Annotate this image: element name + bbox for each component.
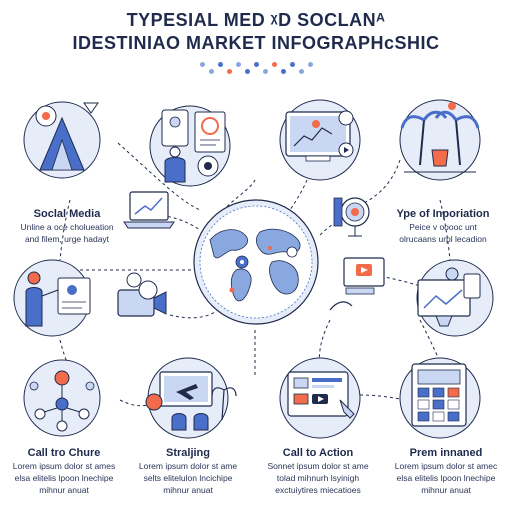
section-heading: Soclal Media xyxy=(33,208,101,220)
decorative-dot xyxy=(236,62,241,67)
decorative-dot xyxy=(200,62,205,67)
section-body-line: selts elitelulon lncichipe xyxy=(143,473,233,483)
decorative-dot xyxy=(299,69,304,74)
section-body-line: olrucaans urpl lecadion xyxy=(399,234,487,244)
decorative-dot xyxy=(290,62,295,67)
section-body-line: Peice v ooooc unt xyxy=(409,222,477,232)
network-icon xyxy=(23,359,101,437)
section-body-line: Lorem ipsum dolor st ames xyxy=(12,461,116,471)
section-body-line: mihnur anuat xyxy=(163,485,213,495)
section-heading: Call to Action xyxy=(282,447,354,459)
section-prem-innaned: Prem innaned Lorem ipsum dolor st amec e… xyxy=(384,447,508,495)
section-type-of-inporiation: Ype of Inporiation Peice v ooooc unt olr… xyxy=(378,208,508,244)
section-heading: Prem innaned xyxy=(409,447,483,459)
decorative-dot xyxy=(218,62,223,67)
laptop-chart-icon xyxy=(123,191,175,229)
video-card-icon xyxy=(329,257,385,311)
presenter-icon xyxy=(13,259,91,337)
section-body-line: exctuiytires miecatioes xyxy=(275,485,361,495)
section-body-line: Unline a oce cholueation xyxy=(20,222,114,232)
action-panel-icon xyxy=(279,357,361,439)
decorative-dot xyxy=(281,69,286,74)
decorative-dot-row xyxy=(196,60,316,76)
section-call-tro-chure: Call tro Chure Lorem ipsum dolor st ames… xyxy=(4,447,124,495)
globe-icon xyxy=(193,199,319,325)
decorative-dot xyxy=(272,62,277,67)
section-body-line: elsa elitelis lpoon lnechipe xyxy=(14,473,114,483)
section-body-line: and filem, urge hadayt xyxy=(24,234,110,244)
title-line-2: IDESTINIAO MARKET INFOGRAPHᴄSHIC xyxy=(72,33,440,53)
title-line-1: TYPESIAL MED ᵡD SOCLANᴬ xyxy=(126,10,386,30)
section-body-line: elsa elitelis lpoon lnechipe xyxy=(396,473,496,483)
decorative-dot xyxy=(263,69,268,74)
section-heading: Ype of Inporiation xyxy=(396,208,490,220)
mountain-icon xyxy=(23,101,101,179)
section-straljing: Straljing Lorem ipsum dolor st ame selts… xyxy=(128,447,248,495)
decorative-dot xyxy=(209,69,214,74)
section-body-line: Sonnet ipsum dolor st ame xyxy=(267,461,369,471)
section-body-line: mihnur anuat xyxy=(421,485,471,495)
pin-target-icon xyxy=(333,197,370,237)
section-heading: Call tro Chure xyxy=(27,447,101,459)
section-body-line: tolad mihnurh lsyinigh xyxy=(276,473,360,483)
section-body-line: Lorem ipsum dolor st ame xyxy=(138,461,238,471)
section-heading: Straljing xyxy=(165,447,210,459)
section-body-line: Lorem ipsum dolor st amec xyxy=(394,461,498,471)
keypad-icon xyxy=(399,357,481,439)
palm-tree-icon xyxy=(399,99,481,181)
section-social-media: Soclal Media Unline a oce cholueation an… xyxy=(8,208,126,244)
decorative-dot xyxy=(245,69,250,74)
decorative-dot xyxy=(254,62,259,67)
video-camera-icon xyxy=(117,272,167,317)
media-monitor-icon xyxy=(416,259,494,337)
decorative-dot xyxy=(308,62,313,67)
travel-screen-icon xyxy=(145,357,237,439)
decorative-dot xyxy=(227,69,232,74)
section-call-to-action: Call to Action Sonnet ipsum dolor st ame… xyxy=(256,447,380,495)
section-body-line: mihnur anuat xyxy=(39,485,89,495)
team-dashboard-icon xyxy=(149,105,231,187)
analytics-monitor-icon xyxy=(279,99,361,181)
